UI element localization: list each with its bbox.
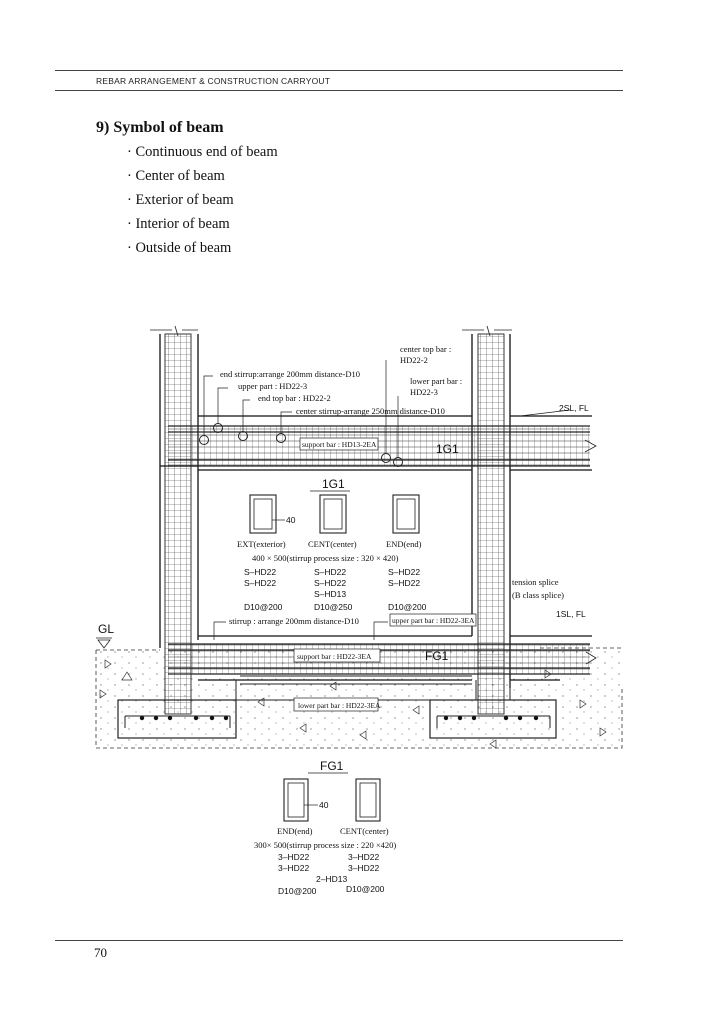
label-center-stirrup: center stirrup-arrange 250mm distance-D1… xyxy=(296,406,445,416)
svg-text:400 × 500(stirrup process size: 400 × 500(stirrup process size : 320 × 4… xyxy=(252,553,399,563)
label-end-top-bar: end top bar : HD22-2 xyxy=(258,393,331,403)
svg-text:3–HD22: 3–HD22 xyxy=(278,852,309,862)
label-lower-part-bar: lower part bar : xyxy=(410,376,462,386)
label-support-bar-fg1: support bar : HD22-3EA xyxy=(297,652,372,661)
svg-text:3–HD22: 3–HD22 xyxy=(348,863,379,873)
label-lower-part-bar-fg1: lower part bar : HD22-3EA xyxy=(298,701,381,710)
bullet-center: · Center of beam xyxy=(127,168,225,184)
svg-text:S–HD13: S–HD13 xyxy=(314,589,346,599)
page-number: 70 xyxy=(94,945,107,960)
svg-text:FG1: FG1 xyxy=(320,759,344,773)
svg-text:CENT(center): CENT(center) xyxy=(308,539,357,549)
tag-1g1-beam: 1G1 xyxy=(436,442,459,456)
svg-text:2–HD13: 2–HD13 xyxy=(316,874,347,884)
label-b-class-splice: (B class splice) xyxy=(512,590,564,600)
label-lower-part-bar-val: HD22-3 xyxy=(410,387,438,397)
svg-text:D10@200: D10@200 xyxy=(388,602,427,612)
section-title: 9) Symbol of beam xyxy=(96,119,224,136)
svg-text:40: 40 xyxy=(286,515,296,525)
section-1g1: 1G1 40 EXT(exterior) CENT(center) END(en… xyxy=(237,477,427,612)
bullet-list: · Continuous end of beam · Center of bea… xyxy=(127,141,278,261)
label-upper-part: upper part : HD22-3 xyxy=(238,381,307,391)
svg-text:CENT(center): CENT(center) xyxy=(340,826,389,836)
label-stirrup-fg1: stirrup : arrange 200mm distance-D10 xyxy=(229,616,359,626)
running-header: REBAR ARRANGEMENT & CONSTRUCTION CARRYOU… xyxy=(96,76,331,86)
header-rule-top xyxy=(55,70,623,71)
svg-text:1G1: 1G1 xyxy=(322,477,345,491)
tag-fg1-beam: FG1 xyxy=(425,649,449,663)
svg-text:S–HD22: S–HD22 xyxy=(314,578,346,588)
svg-text:300× 500(stirrup process size: 300× 500(stirrup process size : 220 ×420… xyxy=(254,840,396,850)
label-upper-part-bar-fg1: upper part bar : HD22-3EA xyxy=(392,616,475,625)
label-center-top-bar-val: HD22-2 xyxy=(400,355,428,365)
bullet-outside: · Outside of beam xyxy=(127,240,232,256)
label-support-bar-1g1: support bar : HD13-2EA xyxy=(302,440,377,449)
svg-text:S–HD22: S–HD22 xyxy=(244,567,276,577)
svg-text:GL: GL xyxy=(98,622,114,636)
svg-text:END(end): END(end) xyxy=(386,539,422,549)
footer-rule xyxy=(55,940,623,941)
bullet-continuous-end: · Continuous end of beam xyxy=(127,144,278,160)
svg-text:3–HD22: 3–HD22 xyxy=(278,863,309,873)
svg-text:S–HD22: S–HD22 xyxy=(388,578,420,588)
beam-1g1 xyxy=(160,360,597,471)
label-center-top-bar: center top bar : xyxy=(400,344,451,354)
label-tension-splice: tension splice xyxy=(512,577,559,587)
svg-text:3–HD22: 3–HD22 xyxy=(348,852,379,862)
bullet-interior: · Interior of beam xyxy=(127,216,230,232)
svg-text:D10@250: D10@250 xyxy=(314,602,353,612)
label-1sl-fl: 1SL, FL xyxy=(556,609,586,619)
svg-text:EXT(exterior): EXT(exterior) xyxy=(237,539,286,549)
svg-text:D10@200: D10@200 xyxy=(278,886,317,896)
svg-text:S–HD22: S–HD22 xyxy=(314,567,346,577)
svg-text:40: 40 xyxy=(319,800,329,810)
label-2sl-fl: 2SL, FL xyxy=(559,403,589,413)
svg-text:END(end): END(end) xyxy=(277,826,313,836)
label-end-stirrup: end stirrup:arrange 200mm distance-D10 xyxy=(220,369,360,379)
svg-text:S–HD22: S–HD22 xyxy=(388,567,420,577)
svg-text:D10@200: D10@200 xyxy=(244,602,283,612)
gl-marker: GL xyxy=(96,622,114,649)
header-rule-bottom xyxy=(55,90,623,91)
svg-text:S–HD22: S–HD22 xyxy=(244,578,276,588)
svg-text:D10@200: D10@200 xyxy=(346,884,385,894)
bullet-exterior: · Exterior of beam xyxy=(127,192,234,208)
section-fg1: FG1 40 END(end) CENT(center) 300× 500(st… xyxy=(254,759,396,896)
